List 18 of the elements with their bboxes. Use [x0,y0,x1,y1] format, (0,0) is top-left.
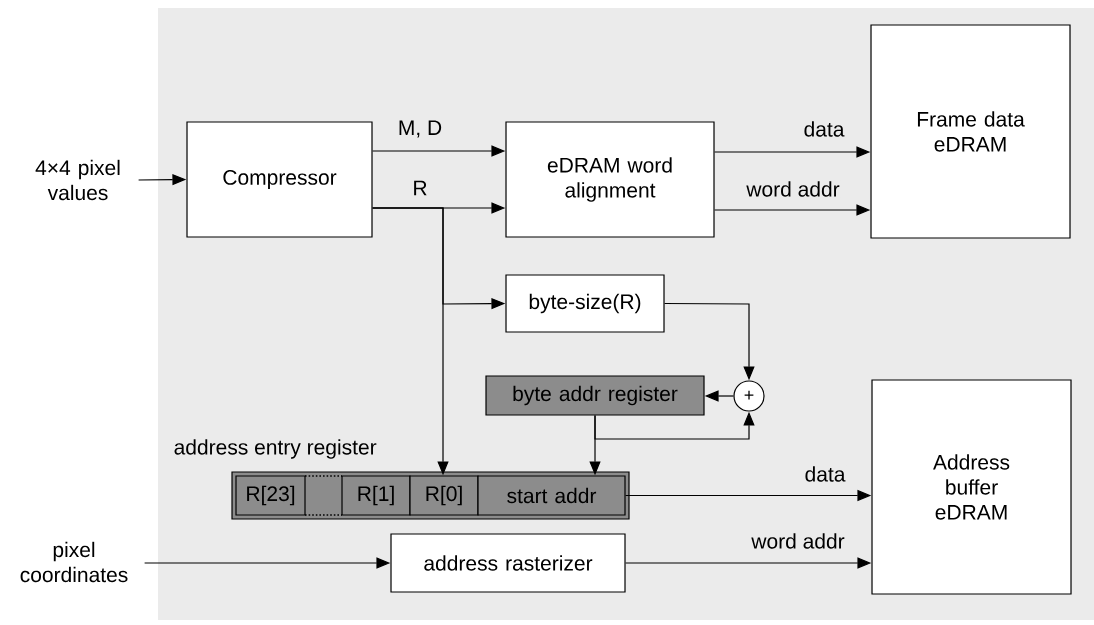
node-label: address entry register [174,439,377,459]
process-box: eDRAM word alignment [505,121,715,238]
edge-label: M, D [396,119,444,139]
memory-box: Frame data eDRAM [870,24,1071,239]
edge-label: data [803,465,847,483]
register-cell: R[1] [341,475,411,516]
input-label: 4×4 pixel values [35,159,120,201]
edge-label: data [802,120,846,138]
input-label: pixel coordinates [20,541,128,583]
process-box: address rasterizer [390,533,626,593]
register-cell: R[0] [409,475,479,516]
edge-label: word addr [750,532,846,550]
register-box: byte addr register [485,375,705,416]
process-box: Compressor [186,121,373,238]
memory-box: Address buffer eDRAM [871,379,1072,595]
edge-label: word addr [745,180,841,198]
process-box: byte-size(R) [505,274,665,333]
register-cell: R[23] [235,475,306,516]
